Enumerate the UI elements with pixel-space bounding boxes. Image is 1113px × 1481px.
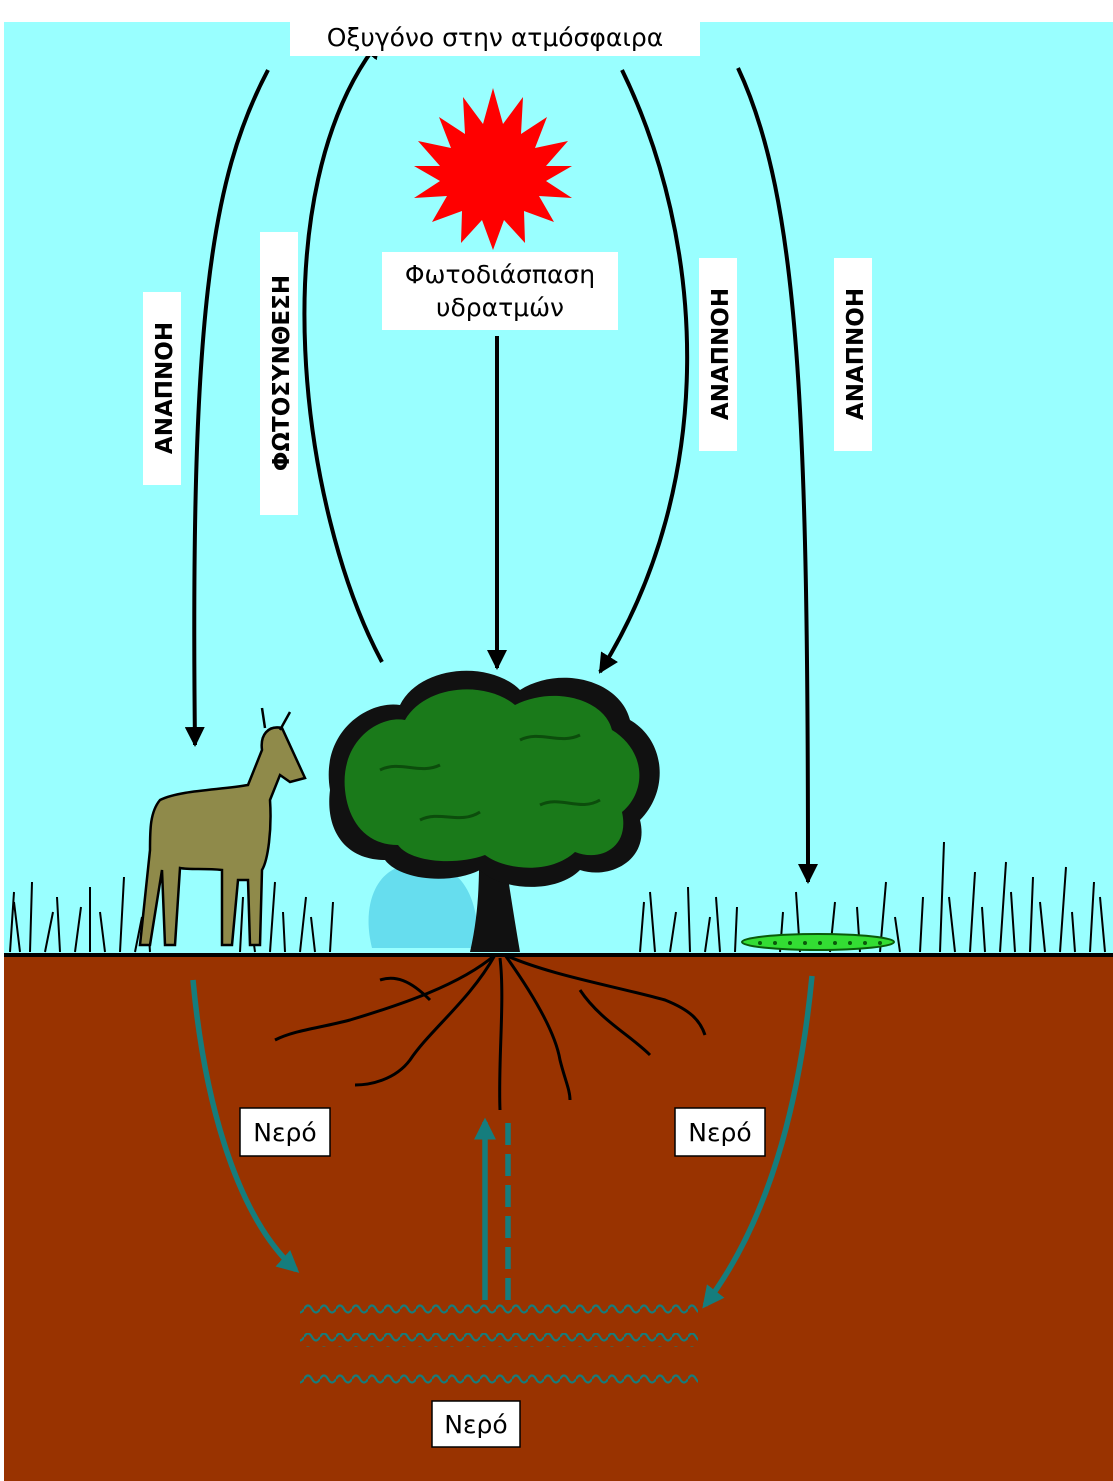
groundwater-waves — [300, 1301, 698, 1385]
svg-text:Νερό: Νερό — [444, 1410, 507, 1439]
svg-text:Νερό: Νερό — [688, 1118, 751, 1147]
photodissociation-label: Φωτοδιάσπαση υδρατμών — [382, 252, 618, 330]
svg-text:Νερό: Νερό — [253, 1118, 316, 1147]
svg-text:υδρατμών: υδρατμών — [436, 293, 564, 322]
water-bottom-label: Νερό — [432, 1401, 520, 1447]
caterpillar-icon — [742, 934, 894, 950]
soil — [4, 954, 1113, 1481]
water-right-label: Νερό — [675, 1108, 765, 1156]
svg-text:ΑΝΑΠΝΟΗ: ΑΝΑΠΝΟΗ — [843, 288, 869, 420]
photosynthesis-label: ΦΩΤΟΣΥΝΘΕΣΗ — [260, 232, 298, 515]
respiration-right-label: ΑΝΑΠΝΟΗ — [834, 258, 872, 451]
svg-text:Φωτοδιάσπαση: Φωτοδιάσπαση — [405, 260, 595, 289]
respiration-left-label: ΑΝΑΠΝΟΗ — [143, 292, 181, 485]
respiration-mid-label: ΑΝΑΠΝΟΗ — [699, 258, 737, 451]
svg-text:Οξυγόνο στην ατμόσφαιρα: Οξυγόνο στην ατμόσφαιρα — [327, 23, 663, 52]
svg-text:ΑΝΑΠΝΟΗ: ΑΝΑΠΝΟΗ — [708, 288, 734, 420]
water-left-label: Νερό — [240, 1108, 330, 1156]
oxygen-atmosphere-label: Οξυγόνο στην ατμόσφαιρα — [290, 18, 700, 56]
svg-text:ΑΝΑΠΝΟΗ: ΑΝΑΠΝΟΗ — [152, 322, 178, 454]
svg-text:ΦΩΤΟΣΥΝΘΕΣΗ: ΦΩΤΟΣΥΝΘΕΣΗ — [269, 275, 295, 471]
